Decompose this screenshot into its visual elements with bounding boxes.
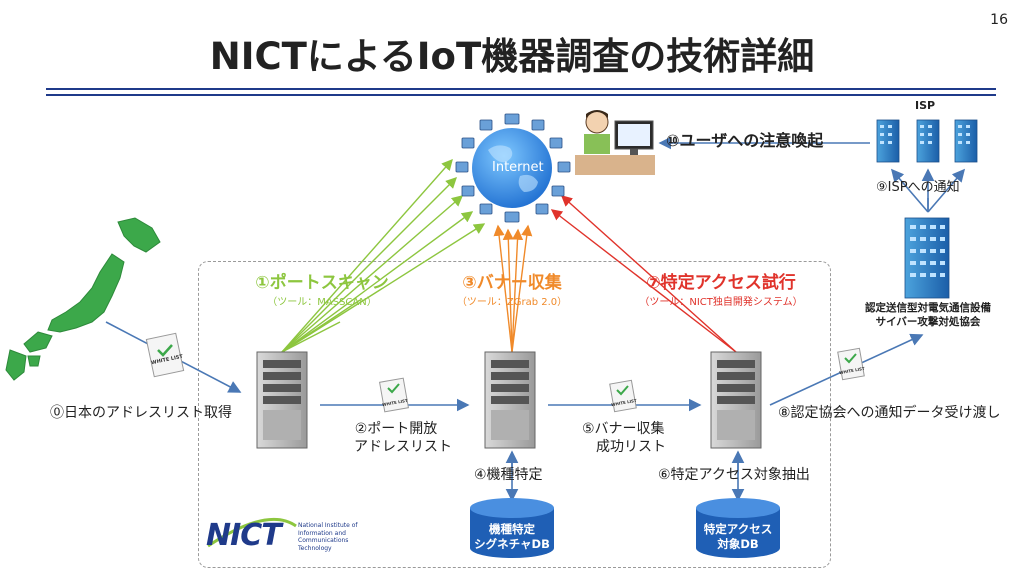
step3-heading: ③バナー収集 （ツール：ZGrab 2.0） — [432, 268, 592, 308]
nict-org-line3: Communications — [298, 537, 349, 544]
internet-label: Internet — [492, 160, 544, 175]
access-target-db-icon — [696, 498, 780, 558]
step2-line1: ②ポート開放 — [354, 421, 438, 437]
nict-org-line4: Technology — [298, 544, 332, 552]
council-building-icon — [904, 217, 950, 299]
nict-org-line2: Information and — [298, 529, 346, 537]
step8-label: ⑧認定協会への通知データ受け渡し — [778, 405, 1001, 421]
whitelist-doc-icon-1 — [145, 332, 185, 378]
step7-heading: ⑦特定アクセス試行 （ツール：NICT独自開発システム） — [616, 268, 826, 308]
step7-title: ⑦特定アクセス試行 — [646, 273, 796, 293]
step5-line2: 成功リスト — [596, 439, 666, 456]
db2-line1: 特定アクセス — [703, 522, 773, 536]
title-divider-top — [46, 88, 996, 90]
step1-title: ①ポートスキャン — [255, 273, 389, 293]
council-name: 認定送信型対電気通信設備 サイバー攻撃対処協会 — [838, 302, 1018, 329]
step5-label: ⑤バナー収集 成功リスト — [582, 420, 666, 456]
step10-label: ⑩ユーザへの注意喚起 — [666, 131, 824, 150]
nict-process-frame — [198, 261, 831, 568]
council-name-line1: 認定送信型対電気通信設備 — [865, 302, 991, 314]
step6-label: ⑥特定アクセス対象抽出 — [658, 467, 810, 483]
port-scan-arrows — [281, 158, 486, 353]
server-access-icon — [710, 351, 762, 449]
db1-line1: 機種特定 — [489, 522, 535, 536]
title-divider-bottom — [46, 94, 996, 96]
step1-tool: （ツール：MASSCAN） — [267, 297, 377, 308]
db2-label: 特定アクセス 対象DB — [696, 522, 780, 552]
arrow-council-to-isp1 — [890, 168, 929, 213]
step3-tool: （ツール：ZGrab 2.0） — [456, 297, 568, 308]
whitelist-doc-icon-4 — [837, 347, 865, 381]
nict-org-name: National Institute of Information and Co… — [298, 522, 358, 552]
council-name-line2: サイバー攻撃対処協会 — [875, 315, 981, 328]
nict-org-line1: National Institute of — [298, 522, 358, 529]
step3-title: ③バナー収集 — [462, 273, 562, 293]
whitelist-doc-icon-3 — [609, 379, 637, 413]
whitelist-doc-icon-2 — [378, 377, 410, 413]
japan-map-icon — [5, 217, 161, 381]
step0-label: ⓪日本のアドレスリスト取得 — [50, 405, 232, 421]
server-banner-icon — [484, 351, 536, 449]
page-number: 16 — [990, 12, 1008, 28]
step5-line1: ⑤バナー収集 — [582, 421, 665, 437]
step7-tool: （ツール：NICT独自開発システム） — [639, 297, 803, 308]
db1-label: 機種特定 シグネチャDB — [470, 522, 554, 552]
step9-label: ⑨ISPへの通知 — [876, 180, 960, 195]
server-portscan-icon — [256, 351, 308, 449]
db2-line2: 対象DB — [717, 536, 759, 551]
nict-logo-arc — [207, 517, 297, 548]
access-trial-arrows — [550, 195, 737, 353]
step1-heading: ①ポートスキャン （ツール：MASSCAN） — [232, 268, 412, 308]
step4-label: ④機種特定 — [474, 467, 543, 483]
page-title: NICTによるIoT機器調査の技術詳細 — [209, 35, 815, 78]
isp-label: ISP — [915, 99, 936, 112]
step2-line2: アドレスリスト — [354, 439, 452, 456]
user-at-computer-icon — [575, 110, 655, 175]
isp-buildings-icon — [876, 119, 978, 163]
db1-line2: シグネチャDB — [474, 536, 550, 551]
internet-globe-icon — [455, 113, 571, 223]
nict-logo: NICT — [206, 518, 282, 553]
banner-grab-arrows — [493, 224, 533, 353]
signature-db-icon — [470, 498, 554, 558]
step2-label: ②ポート開放 アドレスリスト — [340, 420, 452, 456]
arrow-council-to-isp3 — [927, 168, 966, 213]
